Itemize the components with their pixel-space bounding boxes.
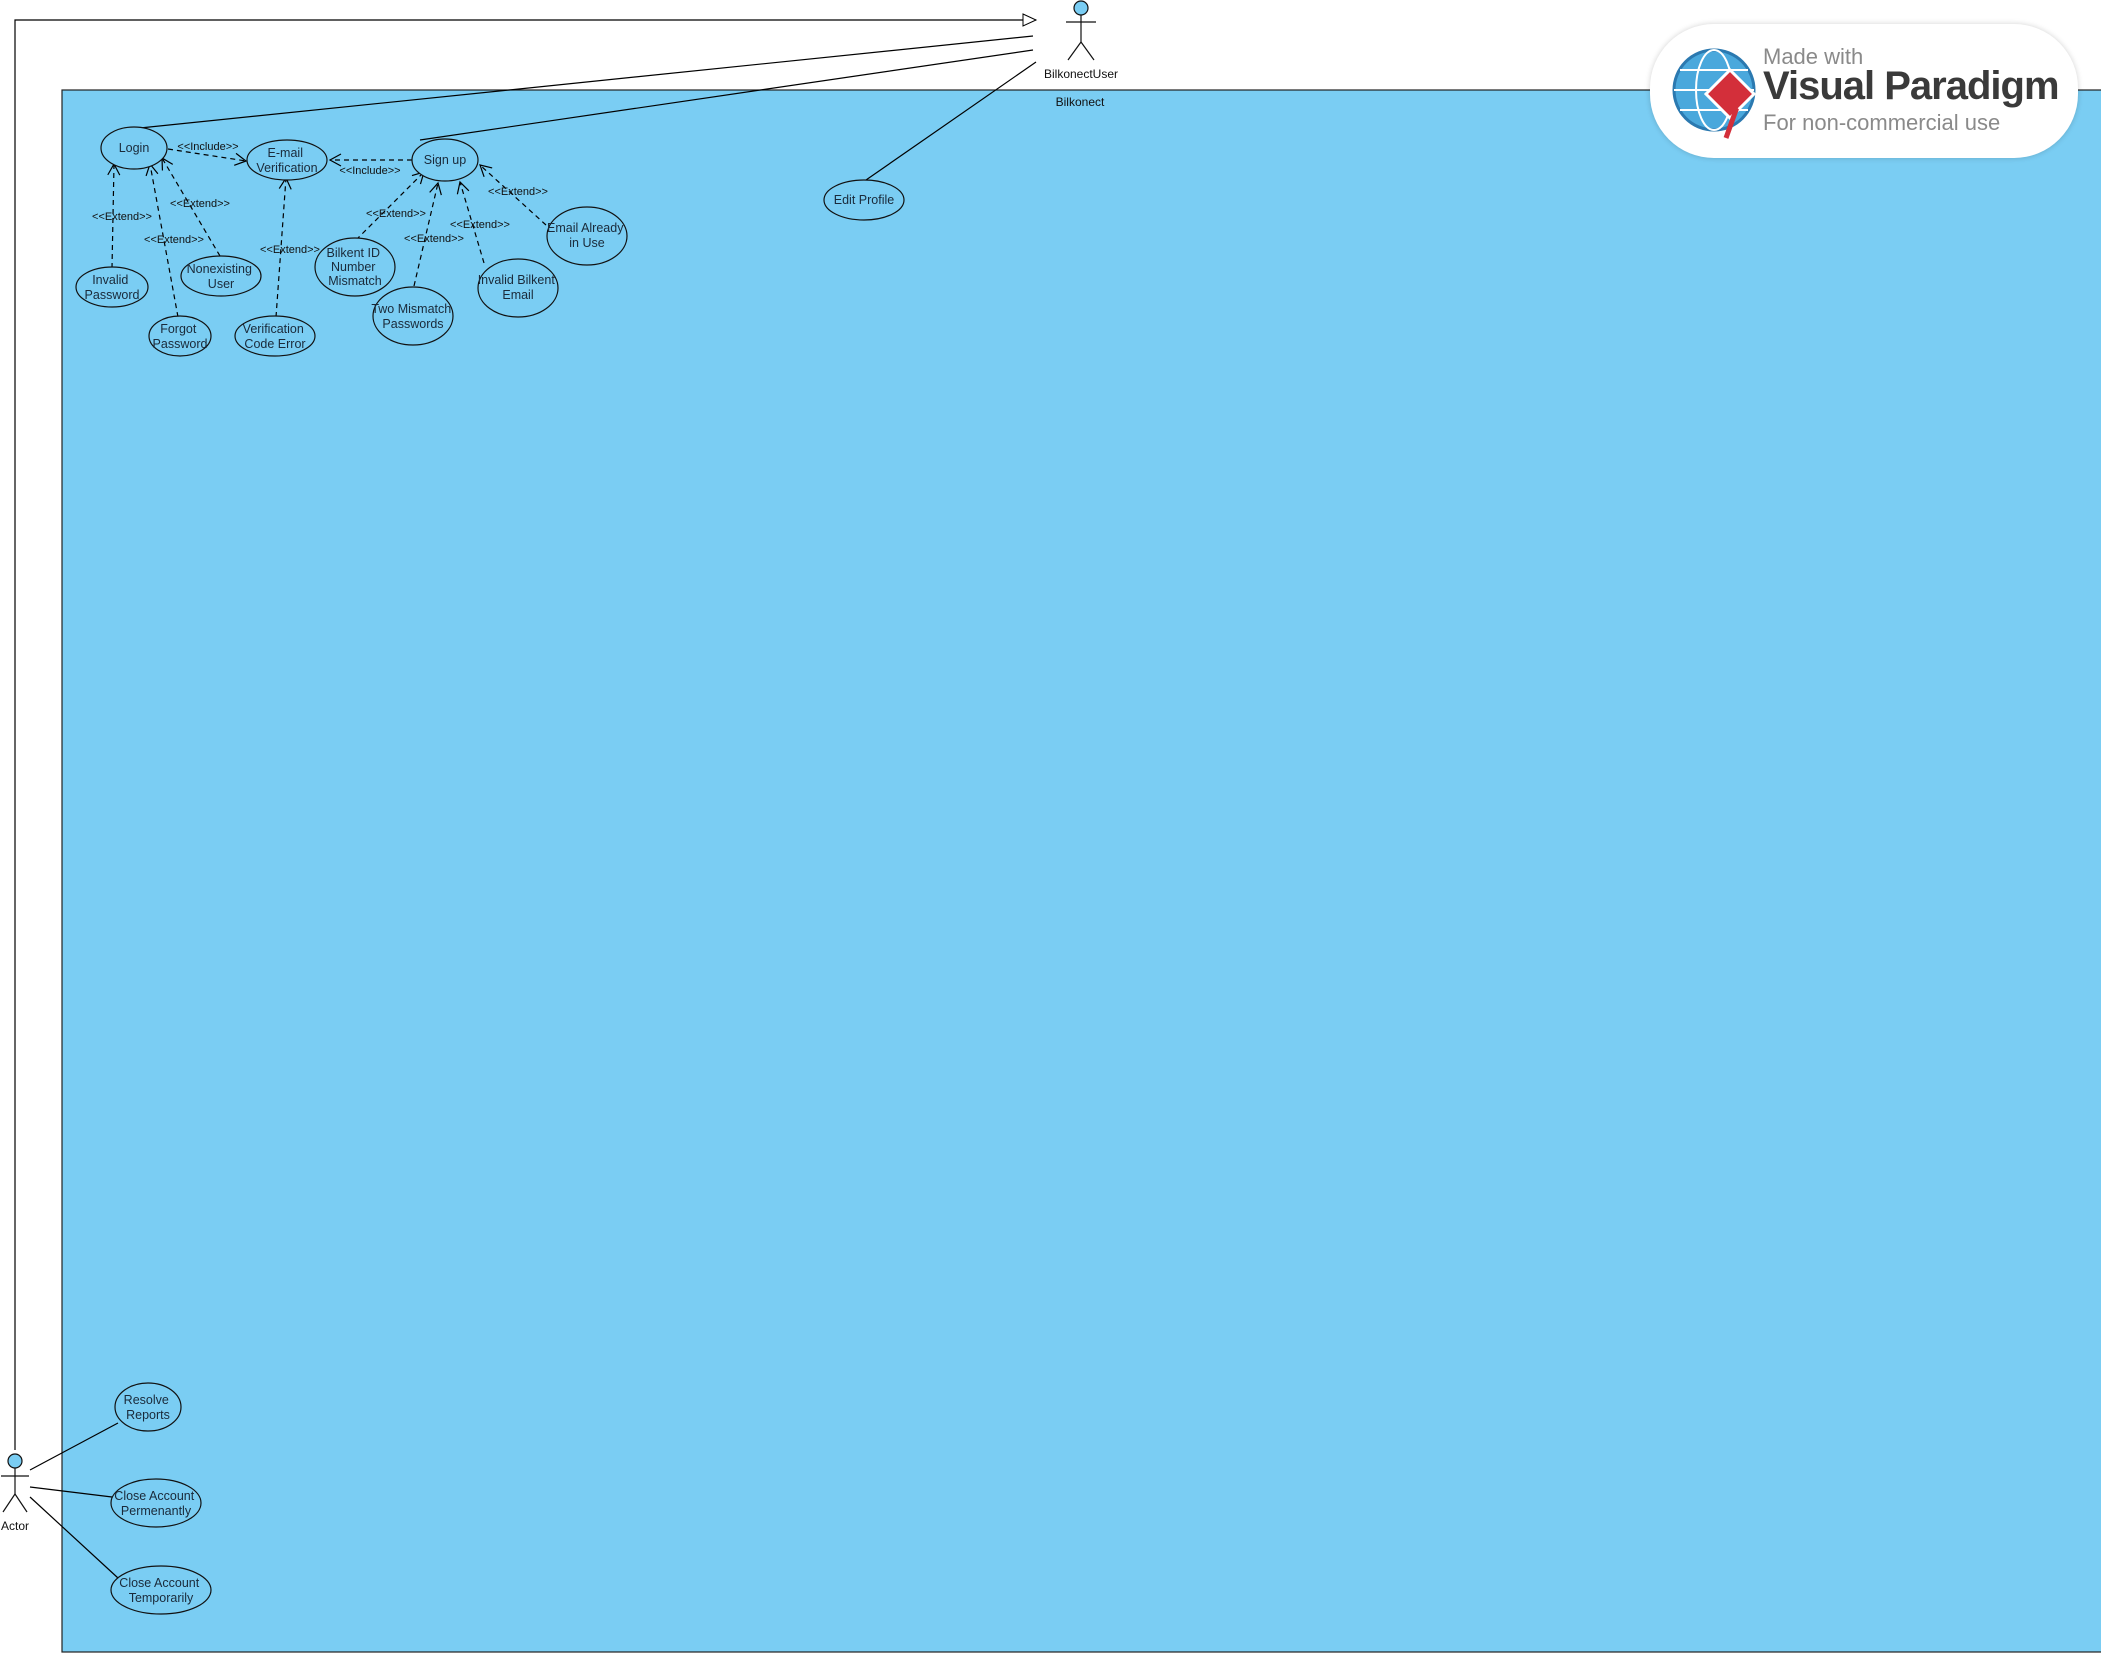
extend-nonexisting-login: <<Extend>> <box>161 156 230 257</box>
include-login-verification: <<Include>> <box>167 141 248 166</box>
svg-text:Bilkent ID Number: Bilkent ID Number Mismatch <box>327 246 384 288</box>
association-actor-resolve <box>29 1422 119 1471</box>
svg-text:Sign up: Sign up <box>424 153 466 167</box>
svg-text:<<Include>>: <<Include>> <box>339 165 400 177</box>
use-case-two-mismatch-passwords[interactable]: Two Mismatch Passwords <box>371 286 454 346</box>
svg-text:Invalid Bilkent Email: Invalid Bilkent Email <box>478 273 559 302</box>
actor-admin-label: Actor <box>1 1519 29 1533</box>
use-case-close-account-permanently[interactable]: Close Account Permenantly <box>110 1478 202 1528</box>
use-case-invalid-password[interactable]: Invalid Password <box>75 266 149 308</box>
svg-text:E-mail Verification: E-mail Verification <box>256 146 317 175</box>
association-user-editprofile <box>865 61 1037 181</box>
watermark-made-with: Made with <box>1763 44 1864 69</box>
use-case-bilkent-id-mismatch[interactable]: Bilkent ID Number Mismatch <box>314 237 396 297</box>
svg-text:Forgot Password: Forgot Password <box>153 322 208 351</box>
use-case-close-account-temporarily[interactable]: Close Account Temporarily <box>110 1565 212 1615</box>
extend-emailinuse-signup: <<Extend>> <box>479 164 548 226</box>
svg-text:Invalid Password: Invalid Password <box>85 273 140 302</box>
svg-text:<<Extend>>: <<Extend>> <box>404 233 464 245</box>
svg-text:<<Extend>>: <<Extend>> <box>92 211 152 223</box>
svg-text:<<Extend>>: <<Extend>> <box>488 186 548 198</box>
svg-text:Close Account Temporaril: Close Account Temporarily <box>119 1576 202 1605</box>
extend-invalidemail-signup: <<Extend>> <box>450 180 510 264</box>
use-case-sign-up[interactable]: Sign up <box>411 138 479 182</box>
actor-bilkonect-user-label: BilkonectUser <box>1044 67 1118 81</box>
visual-paradigm-watermark: Made with Visual Paradigm For non-commer… <box>1650 24 2078 158</box>
extend-bilkentid-signup: <<Extend>> <box>355 171 426 241</box>
svg-text:<<Include>>: <<Include>> <box>177 141 238 153</box>
svg-text:Email Already in Use: Email Already in Use <box>547 221 627 250</box>
extend-verificationcode-verification: <<Extend>> <box>260 176 320 318</box>
use-case-verification-code-error[interactable]: Verification Code Error <box>234 315 316 357</box>
svg-text:Nonexisting User: Nonexisting User <box>187 262 256 291</box>
svg-text:<<Extend>>: <<Extend>> <box>450 219 510 231</box>
svg-text:Resolve Reports: Resolve Reports <box>124 1393 173 1422</box>
svg-text:<<Extend>>: <<Extend>> <box>170 198 230 210</box>
svg-text:Two Mismatch Passwords: Two Mismatch Passwords <box>371 302 454 331</box>
use-case-nonexisting-user[interactable]: Nonexisting User <box>180 255 262 297</box>
actor-bilkonect-user[interactable]: BilkonectUser <box>1044 0 1118 81</box>
globe-logo-icon <box>1672 48 1757 139</box>
extend-invalidpassword-login: <<Extend>> <box>92 162 152 269</box>
svg-text:Login: Login <box>119 141 150 155</box>
svg-text:Verification Code Error: Verification Code Error <box>243 322 308 351</box>
system-boundary <box>61 89 2101 1653</box>
svg-text:<<Extend>>: <<Extend>> <box>366 208 426 220</box>
system-label: Bilkonect <box>1056 95 1105 109</box>
use-case-email-already-in-use[interactable]: Email Already in Use <box>546 206 628 266</box>
svg-text:<<Extend>>: <<Extend>> <box>260 244 320 256</box>
svg-text:Edit Profile: Edit Profile <box>834 193 894 207</box>
watermark-brand: Visual Paradigm <box>1763 64 2060 108</box>
svg-text:Close Account Permenantl: Close Account Permenantly <box>114 1489 197 1518</box>
association-actor-close-temp <box>29 1496 119 1579</box>
svg-text:<<Extend>>: <<Extend>> <box>144 234 204 246</box>
association-actor-close-perm <box>29 1486 113 1498</box>
use-case-login[interactable]: Login <box>100 126 168 170</box>
association-user-login <box>139 35 1034 129</box>
include-signup-verification: <<Include>> <box>328 153 412 177</box>
extend-twomismatch-signup: <<Extend>> <box>404 181 464 287</box>
use-case-invalid-bilkent-email[interactable]: Invalid Bilkent Email <box>477 258 559 318</box>
actor-admin[interactable]: Actor <box>1 1453 29 1533</box>
use-case-forgot-password[interactable]: Forgot Password <box>148 315 212 357</box>
use-case-email-verification[interactable]: E-mail Verification <box>246 139 328 181</box>
watermark-note: For non-commercial use <box>1763 110 2001 135</box>
use-case-resolve-reports[interactable]: Resolve Reports <box>114 1382 182 1432</box>
extend-forgotpassword-login: <<Extend>> <box>144 162 204 318</box>
use-case-edit-profile[interactable]: Edit Profile <box>823 179 905 221</box>
association-user-signup <box>419 49 1034 141</box>
generalization-line <box>14 13 1038 1450</box>
